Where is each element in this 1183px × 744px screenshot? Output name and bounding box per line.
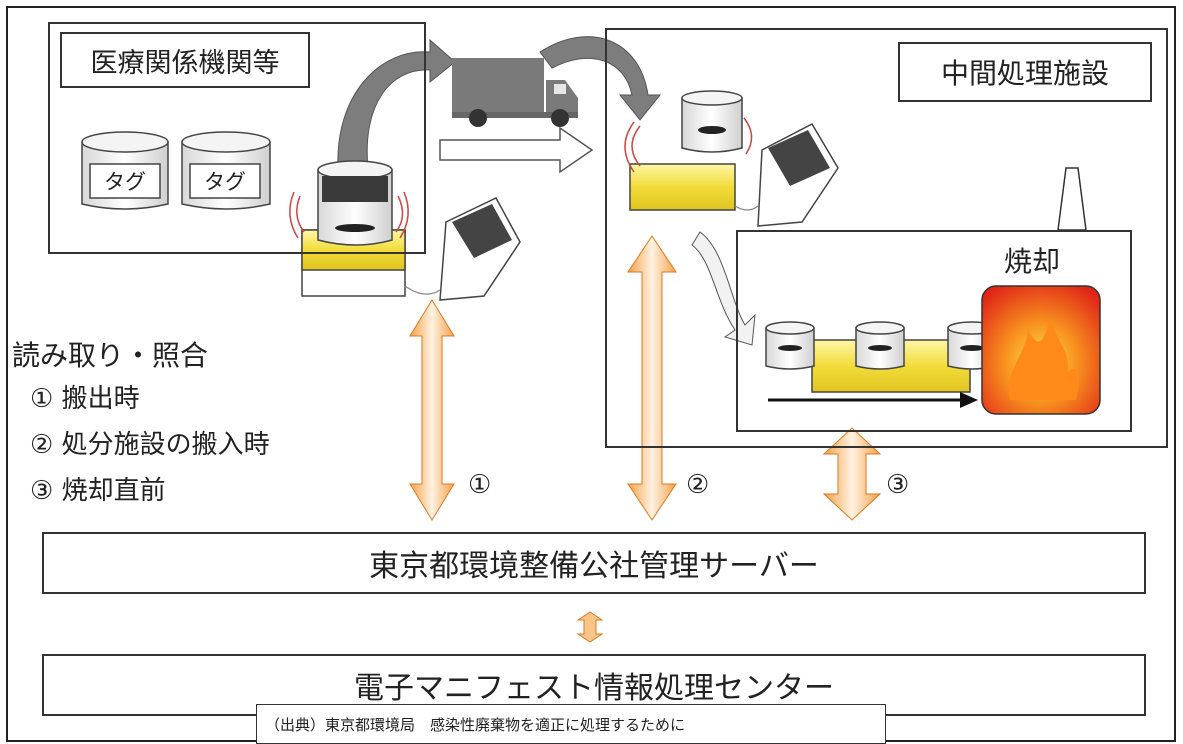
rfid-reader-tray-icon bbox=[289, 160, 409, 297]
tag-label: タグ bbox=[204, 170, 246, 194]
source-text: （出典）東京都環境局 感染性廃棄物を適正に処理するために bbox=[265, 715, 686, 734]
manifest-center-label: 電子マニフェスト情報処理センター bbox=[354, 671, 834, 706]
drum-icon bbox=[81, 131, 169, 210]
medical-institution-title: 医療関係機関等 bbox=[90, 47, 280, 79]
tag-label: タグ bbox=[104, 170, 146, 194]
reading-title: 読み取り・照合 bbox=[12, 339, 209, 372]
double-arrow-3-icon bbox=[822, 427, 882, 521]
drum-icon bbox=[855, 321, 905, 370]
medical-institution-panel bbox=[48, 22, 426, 254]
rfid-reader-tray-icon bbox=[624, 90, 753, 211]
double-arrow-1-icon bbox=[409, 299, 455, 521]
reading-item-3: ③ 焼却直前 bbox=[30, 476, 166, 506]
arrow-label-2: ② bbox=[686, 470, 710, 500]
handheld-terminal-icon bbox=[404, 197, 521, 301]
arrow-label-1: ① bbox=[468, 470, 492, 500]
medical-institution-label-box: 医療関係機関等 bbox=[60, 32, 310, 88]
fire-icon bbox=[981, 285, 1101, 415]
facility-title: 中間処理施設 bbox=[940, 57, 1109, 90]
transport-arrow-icon bbox=[439, 126, 594, 174]
handheld-terminal-icon bbox=[734, 123, 839, 227]
drum-icon bbox=[181, 131, 271, 210]
server-box: 東京都環境整備公社管理サーバー bbox=[42, 532, 1146, 594]
server-label: 東京都環境整備公社管理サーバー bbox=[369, 549, 819, 584]
reading-item-2: ② 処分施設の搬入時 bbox=[30, 430, 270, 460]
truck-icon bbox=[452, 58, 578, 127]
source-box: （出典）東京都環境局 感染性廃棄物を適正に処理するために bbox=[256, 704, 886, 744]
incineration-title: 焼却 bbox=[1004, 245, 1061, 278]
double-arrow-2-icon bbox=[627, 235, 677, 521]
drum-icon bbox=[765, 321, 815, 370]
facility-panel bbox=[605, 28, 1168, 448]
facility-label-box: 中間処理施設 bbox=[898, 42, 1152, 102]
arrow-label-3: ③ bbox=[886, 470, 910, 500]
incineration-panel bbox=[736, 230, 1132, 432]
sync-arrow-icon bbox=[576, 611, 604, 643]
reading-item-1: ① 搬出時 bbox=[30, 384, 140, 414]
